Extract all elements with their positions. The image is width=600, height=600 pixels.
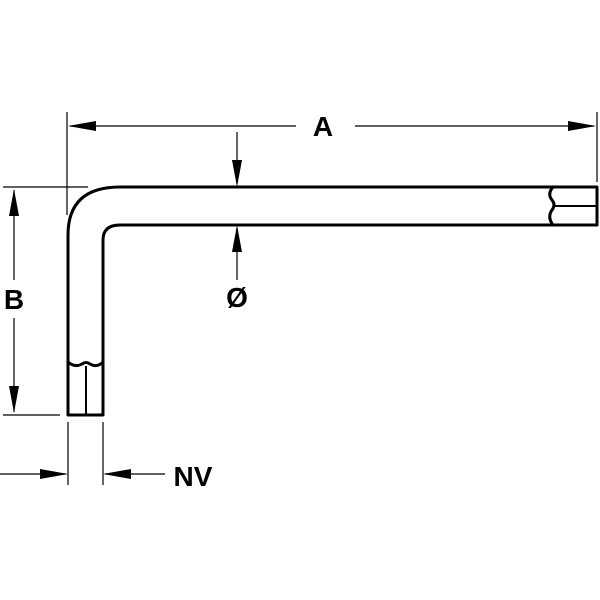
dimension-a-arrow-right xyxy=(568,121,596,131)
dimension-b-arrow-top xyxy=(9,189,19,216)
diameter-label: Ø xyxy=(226,282,248,313)
diameter-arrow-bottom xyxy=(232,225,242,252)
hex-key-inner-edge xyxy=(101,223,555,364)
dimension-nv-arrow-left xyxy=(40,469,68,479)
dimension-nv-arrow-right xyxy=(103,469,131,479)
hex-key-outline xyxy=(66,185,599,417)
dimension-nv-label: NV xyxy=(174,461,213,492)
dimension-nv: NV xyxy=(0,422,213,492)
short-arm-chamfer xyxy=(66,360,105,368)
dimension-a-label: A xyxy=(313,111,333,142)
dimension-b-arrow-bottom xyxy=(9,386,19,413)
hex-key-outer-edge xyxy=(66,185,555,364)
dimension-a-arrow-left xyxy=(68,121,96,131)
dimension-diameter: Ø xyxy=(226,132,248,313)
dimension-a: A xyxy=(66,111,598,215)
diameter-arrow-top xyxy=(232,160,242,187)
dimension-b: B xyxy=(3,186,88,416)
dimension-b-label: B xyxy=(4,284,24,315)
